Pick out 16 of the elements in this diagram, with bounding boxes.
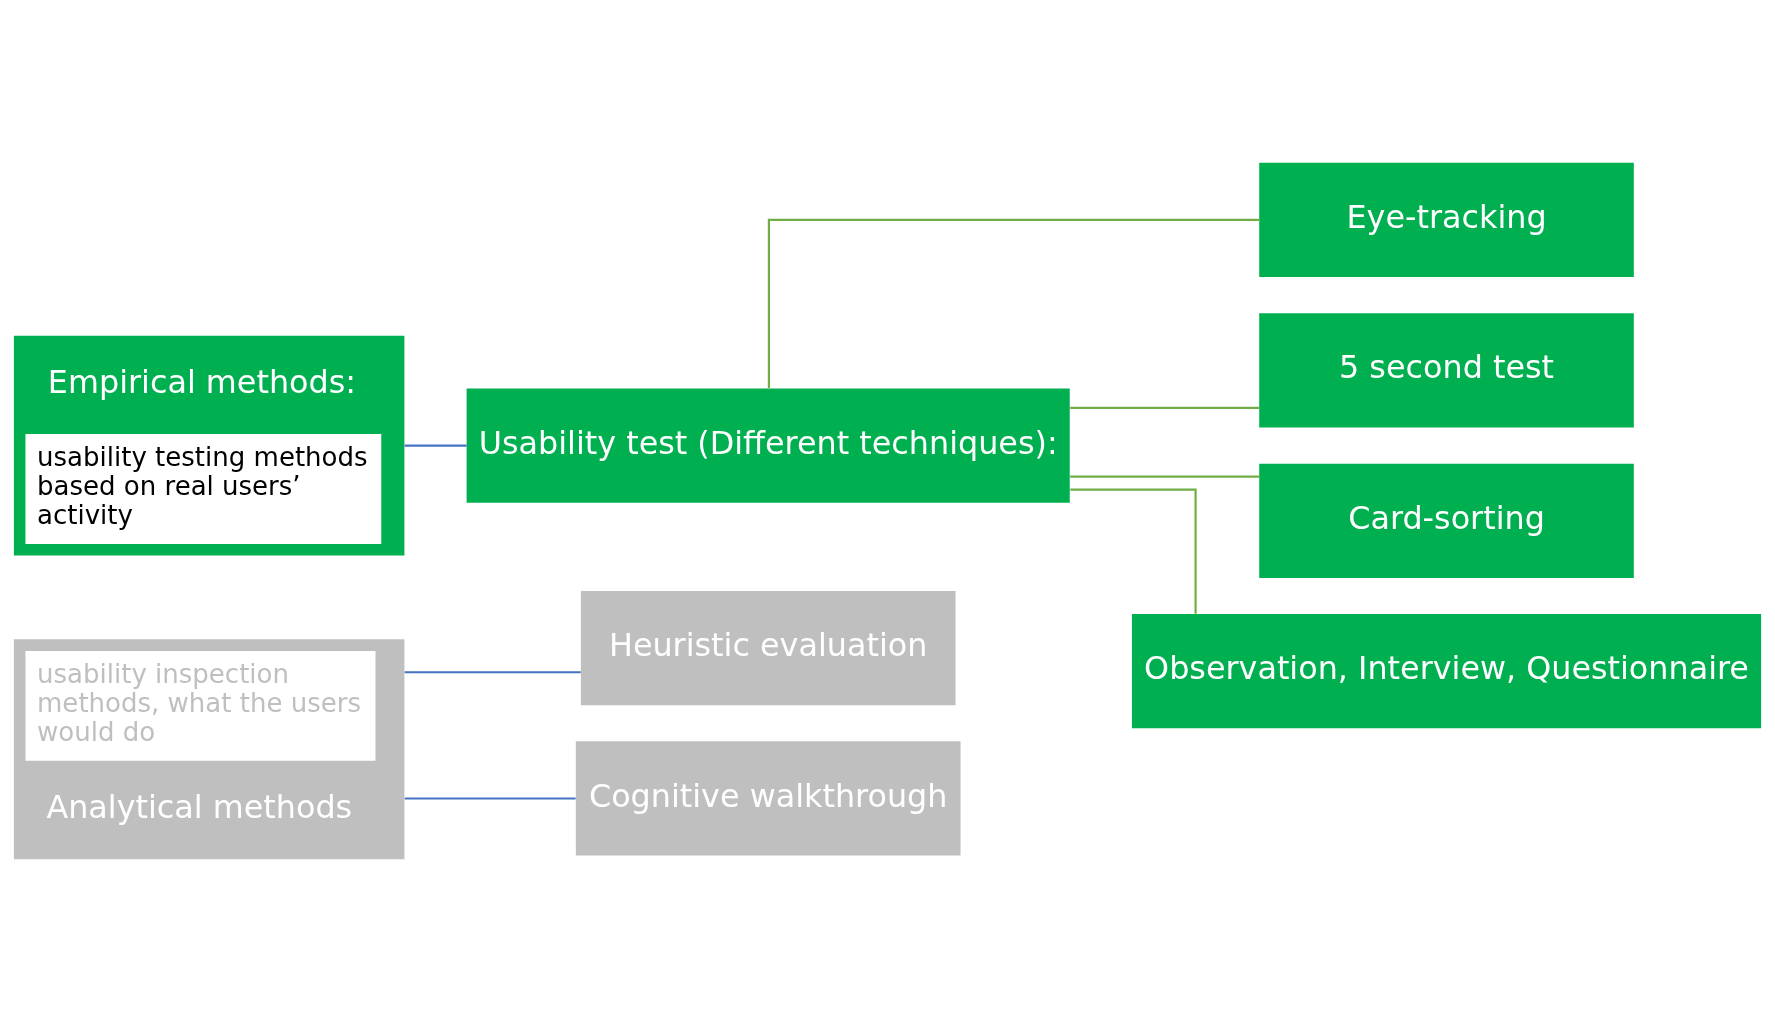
connector: [404, 444, 467, 447]
connector: [1070, 488, 1197, 614]
node-box: Empirical methods: usability testing methods based on real users’ activity: [13, 335, 405, 556]
node-box: Usability test (Different techniques):: [466, 388, 1070, 503]
node-box: Observation, Interview, Questionnaire: [1131, 614, 1762, 729]
node-box: Eye-tracking: [1259, 162, 1634, 278]
connector: [1070, 475, 1260, 478]
node-box: Heuristic evaluation: [580, 590, 956, 706]
connector: [1070, 406, 1260, 410]
connector: [404, 797, 576, 800]
connector: [404, 671, 581, 674]
node-box: Card-sorting: [1259, 463, 1634, 578]
node-box: Cognitive walkthrough: [575, 741, 961, 856]
node-box: usability inspection methods, what the users would do Analytical methods: [13, 639, 405, 860]
connector: [767, 218, 1260, 389]
node-box: 5 second test: [1259, 313, 1634, 428]
